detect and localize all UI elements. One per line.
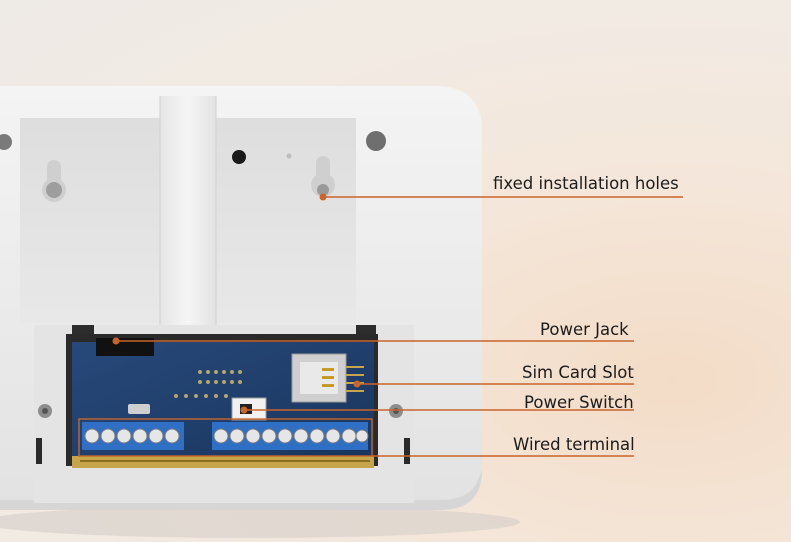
- label-sim-card-slot: Sim Card Slot: [522, 363, 634, 382]
- tiny-hole: [286, 153, 292, 159]
- label-power-switch: Power Switch: [524, 393, 634, 412]
- frame-slot-left: [72, 325, 94, 334]
- right-wall-panel: [216, 118, 356, 323]
- clip-left: [36, 438, 42, 464]
- terminal-highlight-box: [78, 418, 373, 457]
- keyhole-left: [42, 160, 66, 202]
- clip-right: [404, 438, 410, 464]
- terminal-block-right: [212, 422, 369, 450]
- screw-hole-top-right: [366, 131, 386, 151]
- label-installation-holes: fixed installation holes: [493, 174, 679, 193]
- center-rib: [160, 96, 216, 336]
- label-power-jack: Power Jack: [540, 320, 629, 339]
- frame-slot-right: [356, 325, 376, 334]
- power-jack-component: [96, 338, 154, 356]
- left-wall-panel: [20, 118, 160, 323]
- housing-shadow: [0, 506, 520, 538]
- callout-lines: [78, 193, 683, 457]
- terminal-block-left: [82, 422, 184, 450]
- usb-connector: [128, 404, 150, 414]
- sensor-hole: [232, 150, 246, 164]
- device-housing: [0, 86, 482, 510]
- label-wired-terminal: Wired terminal: [513, 435, 635, 454]
- keyhole-right: [311, 156, 335, 197]
- screw-hole-top-left: [0, 134, 12, 150]
